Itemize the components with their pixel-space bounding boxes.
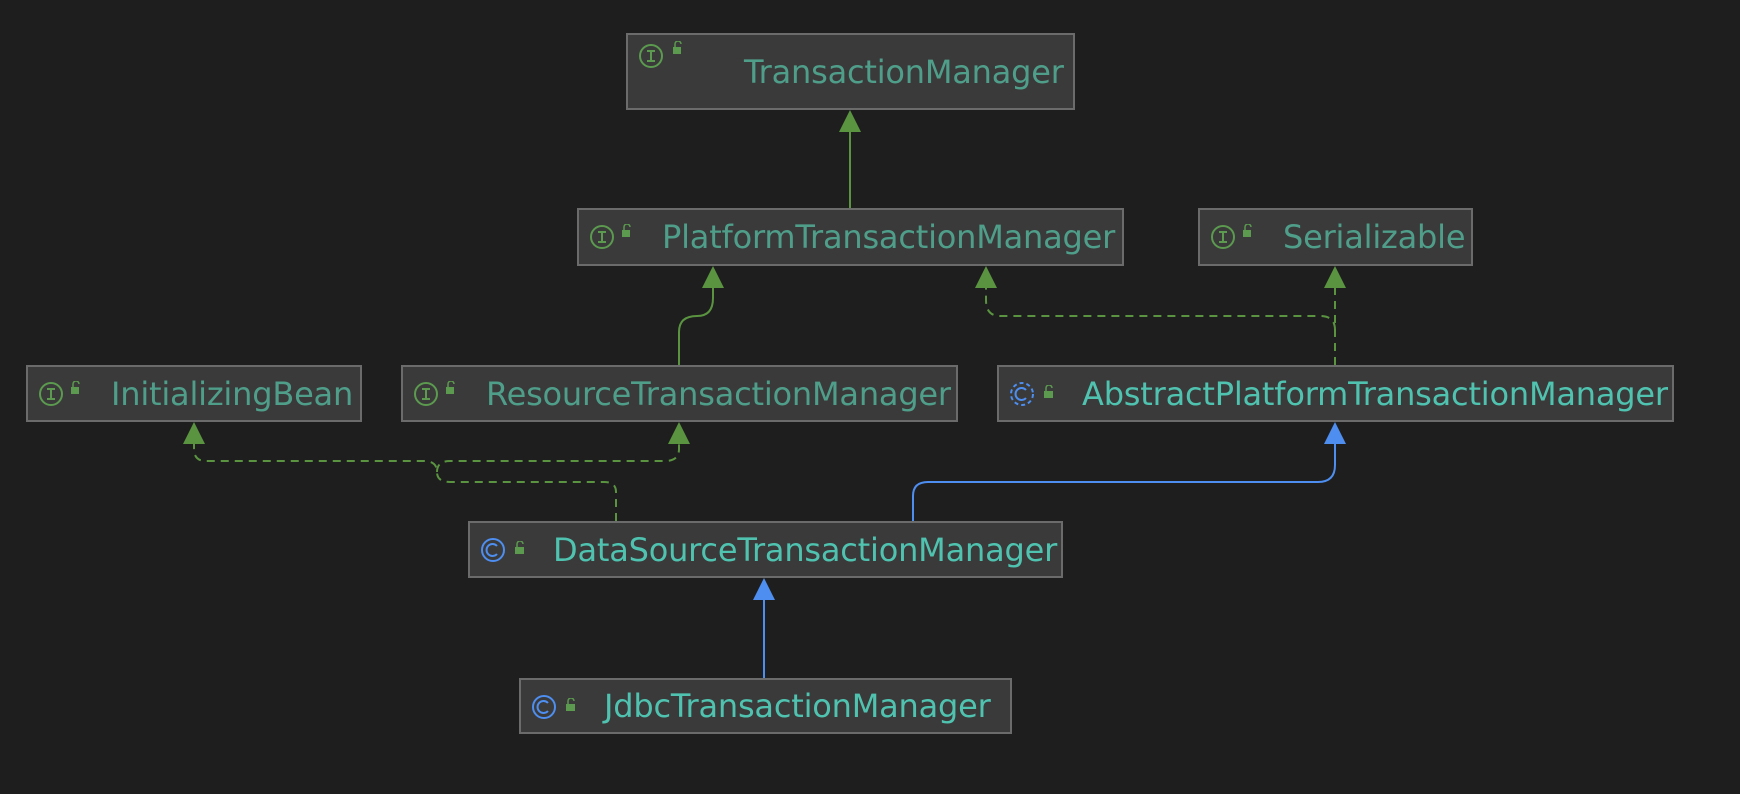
node-resource-transaction-manager[interactable]: ResourceTransactionManager: [401, 365, 958, 422]
unlock-icon: [1243, 224, 1252, 237]
node-abstract-platform-transaction-manager[interactable]: AbstractPlatformTransactionManager: [997, 365, 1674, 422]
node-label: ResourceTransactionManager: [486, 374, 951, 413]
node-serializable[interactable]: Serializable: [1198, 208, 1473, 266]
node-label: JdbcTransactionManager: [604, 687, 991, 725]
node-label: DataSourceTransactionManager: [553, 530, 1058, 569]
node-label: Serializable: [1283, 218, 1466, 256]
node-transaction-manager[interactable]: TransactionManager: [626, 33, 1075, 110]
edge-datasource-to-abstract: [912, 422, 1346, 521]
node-label: AbstractPlatformTransactionManager: [1082, 374, 1668, 413]
arrowhead-icon: [1324, 422, 1346, 444]
unlock-icon: [673, 41, 682, 54]
arrowhead-icon: [753, 578, 775, 600]
arrowhead-icon: [668, 422, 690, 444]
edge-resource-to-platform: [678, 266, 724, 365]
unlock-icon: [71, 381, 80, 394]
node-data-source-transaction-manager[interactable]: DataSourceTransactionManager: [468, 521, 1063, 578]
node-label: PlatformTransactionManager: [662, 218, 1116, 256]
unlock-icon: [622, 224, 631, 237]
unlock-icon: [1044, 385, 1053, 398]
interface-icon: [590, 225, 614, 249]
arrowhead-icon: [1324, 266, 1346, 288]
arrowhead-icon: [975, 266, 997, 288]
edge-jdbc-to-datasource: [753, 578, 775, 678]
arrowhead-icon: [702, 266, 724, 288]
node-label: TransactionManager: [744, 52, 1064, 91]
arrowhead-icon: [183, 422, 205, 444]
class-icon: [481, 538, 505, 562]
node-jdbc-transaction-manager[interactable]: JdbcTransactionManager: [519, 678, 1012, 734]
node-platform-transaction-manager[interactable]: PlatformTransactionManager: [577, 208, 1124, 266]
edge-platform-to-transaction-manager: [839, 110, 861, 208]
interface-icon: [639, 44, 663, 68]
edge-datasource-to-resource: [436, 422, 690, 473]
abstract-class-icon: [1010, 382, 1034, 406]
interface-icon: [414, 382, 438, 406]
unlock-icon: [515, 541, 524, 554]
edge-abstract-to-serializable: [1324, 266, 1346, 365]
node-label: InitializingBean: [111, 374, 354, 413]
class-icon: [532, 695, 556, 719]
edge-datasource-to-initializing-bean: [183, 422, 617, 521]
edge-abstract-to-platform: [975, 266, 1336, 331]
arrowhead-icon: [839, 110, 861, 132]
unlock-icon: [566, 698, 575, 711]
node-initializing-bean[interactable]: InitializingBean: [26, 365, 362, 422]
unlock-icon: [446, 381, 455, 394]
interface-icon: [1211, 225, 1235, 249]
interface-icon: [39, 382, 63, 406]
